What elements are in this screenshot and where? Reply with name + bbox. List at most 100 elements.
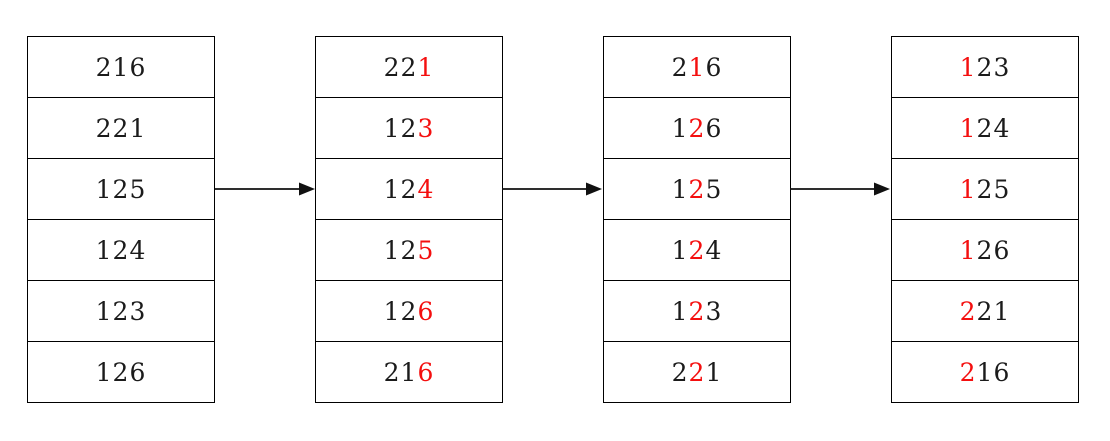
highlighted-digit: 2 [688,174,706,204]
digit: 2 [976,235,994,265]
digit: 2 [400,113,418,143]
highlighted-digit: 1 [959,235,977,265]
highlighted-digit: 2 [688,113,706,143]
digit: 5 [705,174,723,204]
digit: 6 [705,52,723,82]
digit: 1 [400,357,418,387]
highlighted-digit: 5 [417,235,435,265]
digit: 3 [705,296,723,326]
digit: 2 [671,357,689,387]
highlighted-digit: 1 [959,52,977,82]
digit: 1 [671,174,689,204]
digit: 6 [705,113,723,143]
digit: 1 [671,235,689,265]
digit: 2 [95,52,113,82]
arrow-pass-3-right-icon [790,182,890,196]
highlighted-digit: 3 [417,113,435,143]
digit: 3 [993,52,1011,82]
digit: 2 [112,296,130,326]
digit: 1 [383,296,401,326]
digit: 2 [976,113,994,143]
digit: 2 [671,52,689,82]
digit: 2 [400,235,418,265]
highlighted-digit: 2 [688,296,706,326]
digit: 4 [129,235,147,265]
digit: 1 [383,235,401,265]
highlighted-digit: 2 [959,357,977,387]
highlighted-digit: 6 [417,357,435,387]
digit: 1 [95,296,113,326]
digit: 4 [705,235,723,265]
digit: 6 [129,357,147,387]
digit: 6 [993,357,1011,387]
digit: 2 [976,174,994,204]
digit: 1 [671,113,689,143]
digit: 1 [95,357,113,387]
digit: 4 [993,113,1011,143]
digit: 6 [129,52,147,82]
digit: 2 [383,357,401,387]
highlighted-digit: 1 [959,174,977,204]
digit: 2 [112,113,130,143]
digit: 1 [705,357,723,387]
highlighted-digit: 1 [417,52,435,82]
digit: 2 [976,296,994,326]
digit: 2 [383,52,401,82]
digit: 2 [400,52,418,82]
highlighted-digit: 1 [959,113,977,143]
digit: 1 [383,113,401,143]
arrow-pass-1-right-icon [215,182,315,196]
highlighted-digit: 2 [688,357,706,387]
digit: 1 [112,52,130,82]
digit: 2 [112,357,130,387]
digit: 2 [95,113,113,143]
digit: 3 [129,296,147,326]
digit: 1 [383,174,401,204]
highlighted-digit: 2 [688,235,706,265]
digit: 1 [976,357,994,387]
digit: 6 [993,235,1011,265]
arrow-pass-2-right-icon [502,182,602,196]
digit: 5 [129,174,147,204]
highlighted-digit: 6 [417,296,435,326]
digit: 2 [400,296,418,326]
digit: 2 [112,235,130,265]
highlighted-digit: 1 [688,52,706,82]
digit: 1 [95,235,113,265]
digit: 2 [976,52,994,82]
digit: 2 [112,174,130,204]
highlighted-digit: 4 [417,174,435,204]
digit: 2 [400,174,418,204]
digit: 1 [993,296,1011,326]
digit: 1 [671,296,689,326]
highlighted-digit: 2 [959,296,977,326]
digit: 5 [993,174,1011,204]
digit: 1 [95,174,113,204]
digit: 1 [129,113,147,143]
